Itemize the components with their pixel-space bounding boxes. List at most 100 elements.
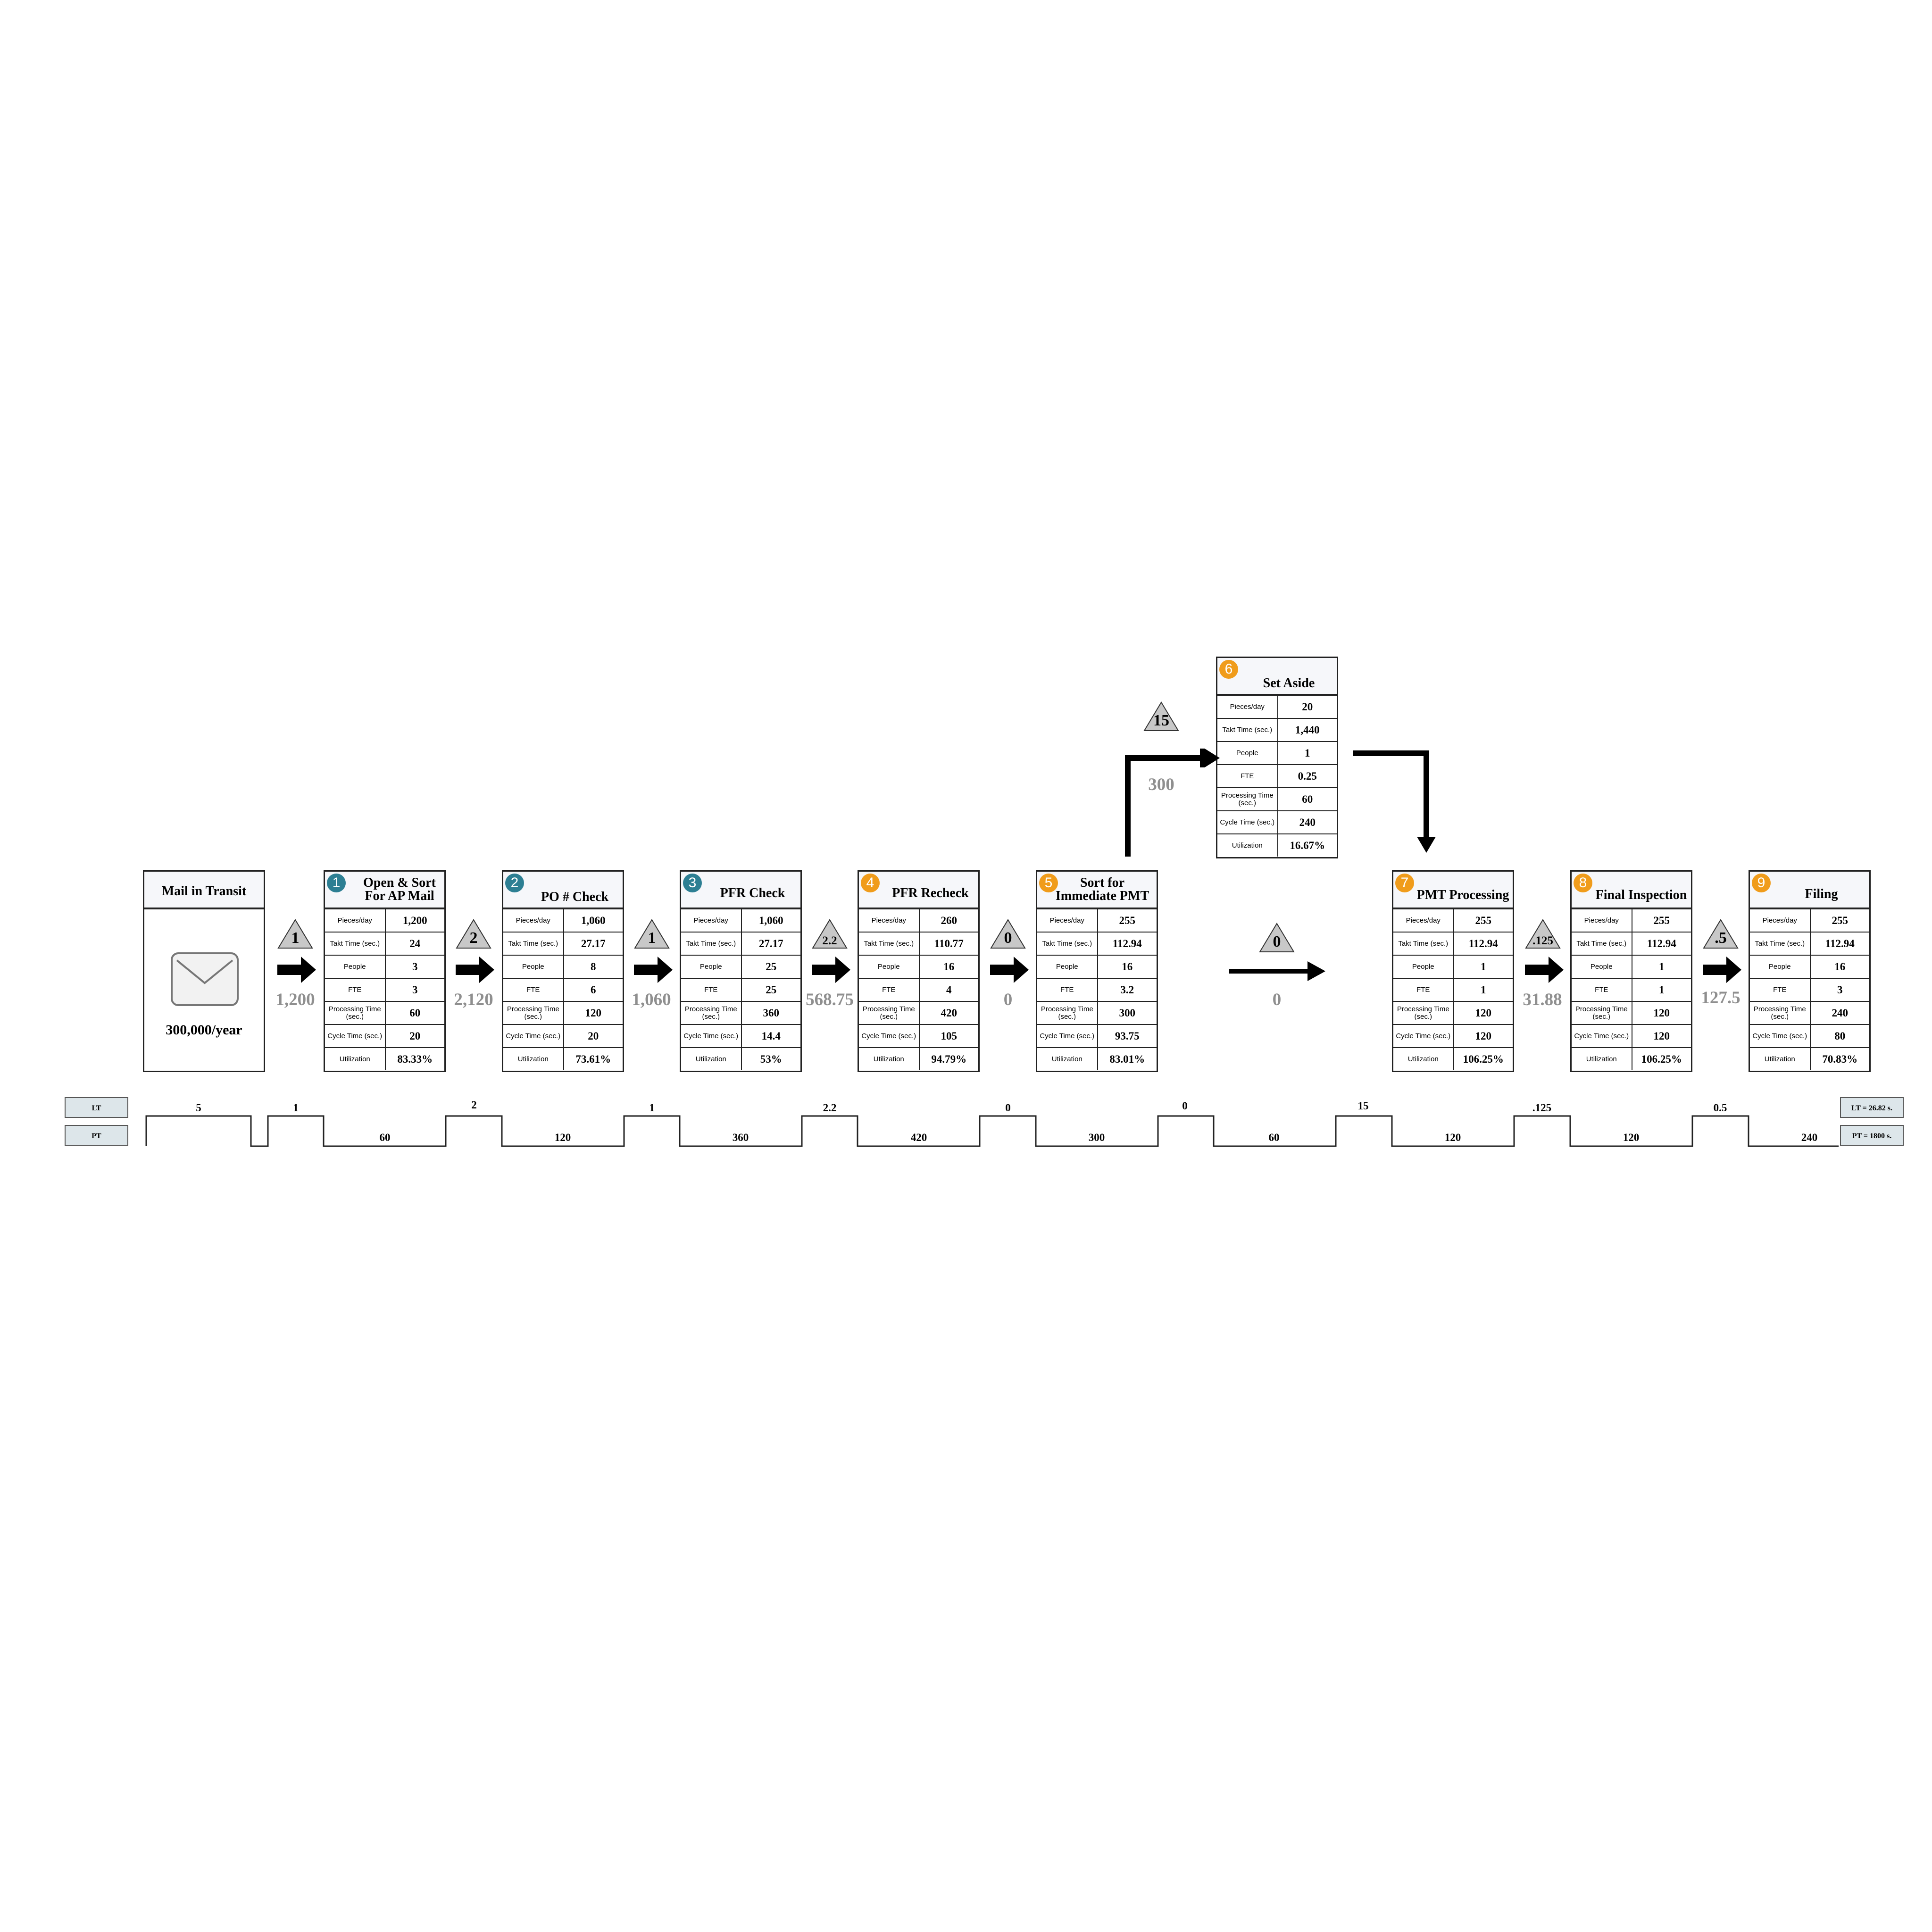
process-title: Sort for Immediate PMT — [1055, 875, 1149, 903]
inventory-count: 0 — [1272, 990, 1282, 1009]
branch-flow-arrow-icon — [1125, 749, 1436, 857]
timeline-lt-value: 1 — [293, 1102, 299, 1114]
inventory-days: 15 — [1153, 712, 1169, 729]
supplier-box: Mail in Transit 300,000/year — [143, 870, 265, 1072]
inventory-count: 127.5 — [1701, 988, 1740, 1008]
timeline-lt-value: 0.5 — [1713, 1102, 1727, 1114]
inventory-triangle-icon: .5 — [1703, 919, 1739, 949]
process-title: PMT Processing — [1416, 888, 1509, 902]
inventory-triangle-icon: 0 — [1259, 923, 1295, 953]
timeline-lt-value: 0 — [1182, 1100, 1188, 1112]
supplier-volume: 300,000/year — [166, 1022, 242, 1038]
pt-total-box: PT = 1800 s. — [1840, 1125, 1904, 1146]
inventory-count: 568.75 — [806, 990, 854, 1009]
timeline-pt-value: 60 — [379, 1132, 391, 1143]
lt-label-box: LT — [65, 1097, 128, 1118]
push-arrow-icon — [277, 957, 316, 983]
timeline-pt-value: 120 — [554, 1132, 571, 1143]
timeline-pt-value: 60 — [1268, 1132, 1280, 1143]
push-arrow-icon — [990, 957, 1029, 983]
process-number-badge: 3 — [683, 874, 702, 892]
timeline-lt-value: .125 — [1532, 1102, 1552, 1114]
inventory-days: 1 — [291, 929, 300, 947]
process-number-badge: 6 — [1219, 660, 1238, 679]
process-number-badge: 9 — [1752, 874, 1771, 892]
timeline-lt-value: 1 — [649, 1102, 655, 1114]
process-title: Final Inspection — [1595, 888, 1687, 902]
inventory-count: 300 — [1148, 775, 1174, 794]
supplier-header — [144, 872, 264, 909]
timeline-pt-value: 360 — [732, 1132, 749, 1143]
timeline-lt-value: 2 — [471, 1099, 477, 1111]
inventory-count: 1,200 — [275, 990, 315, 1009]
inventory-days: 0 — [1273, 933, 1281, 950]
process-title: PO # Check — [541, 890, 609, 904]
timeline-lt-value: 2.2 — [823, 1102, 837, 1114]
process-number-badge: 1 — [327, 874, 346, 892]
process-title: PFR Check — [720, 886, 785, 900]
pt-label-box: PT — [65, 1125, 128, 1146]
process-title: Filing — [1805, 887, 1838, 901]
process-title: Set Aside — [1263, 676, 1315, 691]
push-arrow-icon — [1525, 957, 1564, 983]
inventory-days: 2 — [469, 929, 478, 947]
inventory-triangle-icon: 1 — [277, 919, 313, 949]
push-arrow-icon — [456, 957, 494, 983]
inventory-days: 2.2 — [822, 934, 837, 947]
inventory-days: 0 — [1004, 929, 1012, 947]
timeline-pt-value: 240 — [1801, 1132, 1818, 1143]
process-title: Open & Sort For AP Mail — [363, 875, 436, 903]
push-arrow-icon — [812, 957, 850, 983]
inventory-count: 0 — [1003, 990, 1013, 1009]
process-number-badge: 4 — [861, 874, 880, 892]
process-number-badge: 7 — [1395, 874, 1414, 892]
process-number-badge: 5 — [1039, 874, 1058, 892]
timeline-lt-value: 5 — [196, 1102, 201, 1114]
timeline-lt-value: 15 — [1357, 1100, 1369, 1112]
inventory-count: 2,120 — [454, 990, 493, 1009]
supplier-title: Mail in Transit — [161, 884, 247, 899]
timeline-pt-value: 120 — [1444, 1132, 1461, 1143]
lt-total-box: LT = 26.82 s. — [1840, 1097, 1904, 1118]
inventory-days: .5 — [1715, 929, 1727, 947]
process-number-badge: 2 — [505, 874, 524, 892]
inventory-days: 1 — [648, 929, 656, 947]
inventory-triangle-icon: .125 — [1525, 919, 1561, 949]
process-title: PFR Recheck — [892, 886, 969, 900]
inventory-triangle-icon: 15 — [1143, 701, 1179, 732]
timeline-pt-value: 420 — [910, 1132, 927, 1143]
inventory-count: 31.88 — [1523, 990, 1562, 1009]
timeline-pt-value: 120 — [1623, 1132, 1640, 1143]
timeline-pt-value: 300 — [1088, 1132, 1105, 1143]
inventory-days: .125 — [1532, 934, 1553, 947]
inventory-triangle-icon: 1 — [634, 919, 670, 949]
envelope-icon — [170, 952, 239, 1009]
inventory-triangle-icon: 0 — [990, 919, 1026, 949]
push-arrow-icon — [1703, 957, 1741, 983]
flow-arrow-icon — [1229, 961, 1325, 981]
inventory-count: 1,060 — [632, 990, 671, 1009]
push-arrow-icon — [634, 957, 673, 983]
process-number-badge: 8 — [1574, 874, 1592, 892]
inventory-triangle-icon: 2.2 — [812, 919, 848, 949]
inventory-triangle-icon: 2 — [456, 919, 491, 949]
